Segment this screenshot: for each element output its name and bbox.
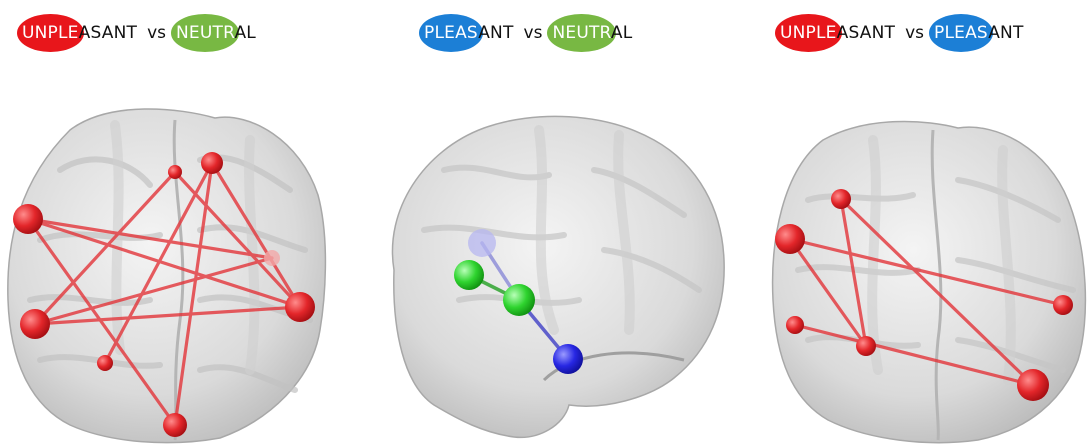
condition-b-outside: AL — [234, 23, 256, 43]
edge — [210, 161, 302, 309]
node — [503, 284, 535, 316]
node — [786, 316, 804, 334]
node — [553, 344, 583, 374]
condition-b-inside: NEUTR — [176, 23, 235, 43]
edge — [33, 256, 274, 326]
edge — [839, 197, 868, 348]
node — [1053, 295, 1073, 315]
node — [201, 152, 223, 174]
condition-b-label: PLEASANT — [929, 14, 1024, 52]
edge — [33, 305, 302, 326]
brain-dorsal-view — [7, 108, 327, 444]
brain-oblique-view — [771, 120, 1087, 444]
brain-lateral-view — [391, 115, 725, 439]
node — [775, 224, 805, 254]
edge — [173, 170, 302, 309]
node — [856, 336, 876, 356]
condition-a-label: UNPLEASANT — [17, 14, 138, 52]
condition-b-pill — [547, 14, 616, 52]
edge — [26, 217, 177, 427]
panel-unpleasant-vs-neutral: UNPLEASANT vs NEUTRAL — [0, 0, 364, 447]
node — [454, 260, 484, 290]
condition-a-outside: ASANT — [78, 23, 138, 43]
connection-nodes — [13, 152, 315, 437]
node — [468, 229, 496, 257]
panel-pleasant-vs-neutral: PLEASANT vs NEUTRAL — [364, 0, 728, 447]
condition-a-outside: ASANT — [836, 23, 896, 43]
panel-title: UNPLEASANT vs PLEASANT — [775, 14, 1024, 52]
condition-b-inside: PLEAS — [934, 23, 989, 43]
connection-nodes — [775, 189, 1073, 401]
condition-a-pill — [17, 14, 84, 52]
node — [168, 165, 182, 179]
node — [1017, 369, 1049, 401]
brain-surface — [391, 115, 725, 439]
panel-title: UNPLEASANT vs NEUTRAL — [17, 14, 256, 52]
condition-a-inside: UNPLE — [22, 23, 79, 43]
condition-a-pill — [775, 14, 842, 52]
connection-edges — [788, 197, 1065, 387]
edge — [33, 170, 177, 326]
connection-edges — [26, 161, 302, 427]
edge — [26, 217, 274, 260]
condition-a-pill — [419, 14, 484, 52]
node — [97, 355, 113, 371]
vs-label: vs — [147, 23, 167, 43]
brain-surface — [7, 108, 327, 444]
condition-b-pill — [929, 14, 994, 52]
edge — [788, 237, 868, 348]
node — [285, 292, 315, 322]
node — [13, 204, 43, 234]
panel-title: PLEASANT vs NEUTRAL — [419, 14, 633, 52]
edge — [788, 237, 1065, 307]
condition-a-outside: ANT — [478, 23, 514, 43]
edge — [839, 197, 1035, 387]
vs-label: vs — [905, 23, 925, 43]
condition-b-label: NEUTRAL — [171, 14, 256, 52]
condition-a-label: UNPLEASANT — [775, 14, 896, 52]
condition-a-inside: PLEAS — [424, 23, 479, 43]
vs-label: vs — [523, 23, 543, 43]
node — [20, 309, 50, 339]
node — [264, 250, 280, 266]
condition-a-inside: UNPLE — [780, 23, 837, 43]
condition-b-outside: ANT — [988, 23, 1024, 43]
condition-b-pill — [171, 14, 240, 52]
node — [163, 413, 187, 437]
edge — [103, 161, 214, 365]
condition-a-label: PLEASANT — [419, 14, 514, 52]
edge — [793, 323, 1035, 387]
condition-b-outside: AL — [610, 23, 633, 43]
panel-unpleasant-vs-pleasant: UNPLEASANT vs PLEASANT — [728, 0, 1092, 447]
edge — [26, 217, 302, 309]
condition-b-inside: NEUTR — [552, 23, 611, 43]
connection-nodes — [454, 229, 583, 374]
condition-b-label: NEUTRAL — [547, 14, 633, 52]
node — [831, 189, 851, 209]
